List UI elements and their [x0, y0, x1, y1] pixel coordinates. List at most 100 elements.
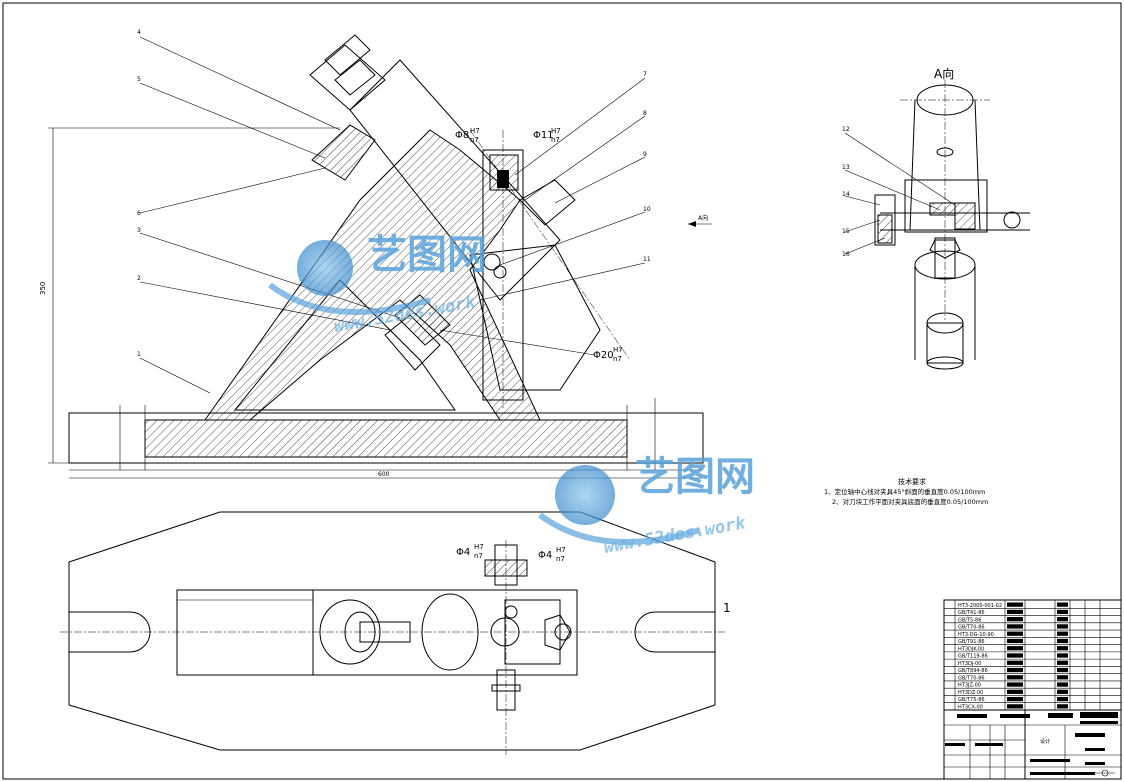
- svg-text:6: 6: [137, 210, 141, 217]
- svg-text:艺图网: 艺图网: [367, 232, 487, 278]
- bom-row-qty: [1057, 638, 1068, 644]
- svg-text:n7: n7: [470, 136, 479, 144]
- bom-row-qty: [1057, 631, 1068, 636]
- bom-row-mark: [1007, 646, 1023, 651]
- bom-row-qty: [1057, 675, 1068, 680]
- svg-text:2、对刀块工作平面对夹具底面的垂直度0.05/100mm: 2、对刀块工作平面对夹具底面的垂直度0.05/100mm: [832, 497, 988, 506]
- svg-text:艺图网: 艺图网: [635, 454, 755, 500]
- bom-row-qty: [1057, 689, 1068, 694]
- bom-row-qty: [1057, 609, 1068, 615]
- front-view: 350 600: [39, 34, 704, 479]
- bom-row-mark: [1007, 675, 1023, 680]
- view-label-a: A向: [934, 66, 954, 81]
- svg-text:A向: A向: [698, 214, 708, 222]
- bom-row-code: GB/T119-86: [958, 654, 988, 660]
- bom-row-mark: [1007, 631, 1023, 636]
- bom-row-code: HT3CX-00: [958, 705, 983, 711]
- bom-row-code: GB/T91-86: [958, 639, 985, 645]
- bom-row-qty: [1057, 653, 1068, 658]
- svg-text:n7: n7: [474, 552, 483, 560]
- technical-requirements: 技术要求 1、定位轴中心线对夹具45°斜面的垂直度0.05/100mm 2、对刀…: [824, 477, 988, 506]
- bom-row-code: HT3DJK-00: [958, 646, 984, 652]
- svg-text:n7: n7: [551, 136, 560, 144]
- bom-row-qty: [1057, 682, 1068, 687]
- svg-text:n7: n7: [613, 355, 622, 363]
- svg-text:13: 13: [842, 164, 850, 171]
- bom-row-mark: [1007, 689, 1023, 694]
- leader-lines: [139, 36, 646, 394]
- view-arrow-a: A向: [688, 214, 712, 227]
- fit-diameter: Φ11: [533, 130, 554, 141]
- svg-text:12: 12: [842, 126, 850, 133]
- svg-text:4: 4: [137, 29, 141, 36]
- bom-row-mark: [1007, 660, 1023, 665]
- bom-row-mark: [1007, 682, 1023, 687]
- base-plate: [68, 412, 704, 464]
- bom-row-qty: [1057, 602, 1068, 607]
- bom-row-qty: [1057, 624, 1068, 629]
- svg-text:技术要求: 技术要求: [898, 477, 926, 486]
- bom-row-qty: [1057, 704, 1068, 709]
- svg-text:H7: H7: [613, 346, 623, 354]
- balloon-labels: 4 5 6 3 2 1 7 8 9 10 11: [137, 29, 651, 358]
- fit-annotation-4: Φ4 H7 n7: [456, 543, 484, 560]
- watermark-1: 艺图网 www.52des.work: [268, 232, 487, 337]
- svg-text:设计: 设计: [1040, 738, 1050, 745]
- bom-row-mark: [1007, 638, 1023, 644]
- bom-row-mark: [1007, 624, 1023, 629]
- bom-row-code: GB/T70-86: [958, 625, 985, 631]
- fit-annotation-5: Φ4 H7 n7: [538, 546, 566, 563]
- bom-row-mark: [1007, 609, 1023, 615]
- svg-text:14: 14: [842, 191, 850, 198]
- bom-row-mark: [1007, 617, 1023, 622]
- bom-row-qty: [1057, 617, 1068, 622]
- fit-annotation-2: Φ11 H7 n7: [533, 127, 561, 144]
- bom-row-mark: [1007, 653, 1023, 658]
- bom-row-mark: [1007, 704, 1023, 709]
- fit-annotation-1: Φ8 H7 n7: [455, 127, 480, 144]
- svg-text:n7: n7: [556, 555, 565, 563]
- bom-table: HT3-2000-001-02GB/T41-86GB/T5-86GB/T70-8…: [944, 602, 1121, 711]
- bom-row-mark: [1007, 667, 1023, 673]
- fit-diameter: Φ4: [538, 550, 552, 561]
- bom-row-qty: [1057, 646, 1068, 651]
- bom-row-code: HT3-2000-001-02: [958, 603, 1002, 609]
- bom-row-code: GB/T75-86: [958, 697, 985, 703]
- svg-text:H7: H7: [474, 543, 484, 551]
- svg-text:www.52des.work: www.52des.work: [602, 513, 747, 558]
- svg-text:1: 1: [137, 351, 141, 358]
- svg-text:9: 9: [643, 151, 647, 158]
- svg-text:2: 2: [137, 275, 141, 282]
- svg-text:H7: H7: [470, 127, 480, 135]
- fit-annotation-3: Φ20 H7 n7: [593, 346, 623, 363]
- bom-row-code: GB/T70-86: [958, 675, 985, 681]
- svg-text:H7: H7: [551, 127, 561, 135]
- svg-text:5: 5: [137, 76, 141, 83]
- plan-view: 1: [60, 511, 731, 755]
- sheet-number: 1: [723, 601, 731, 615]
- svg-text:11: 11: [643, 256, 651, 263]
- svg-text:10: 10: [643, 206, 651, 213]
- svg-text:7: 7: [643, 71, 647, 78]
- bom-row-code: HT3JZ-00: [958, 683, 981, 689]
- svg-text:600: 600: [378, 471, 390, 478]
- fit-diameter: Φ4: [456, 547, 470, 558]
- bom-row-code: GB/T5-86: [958, 617, 981, 623]
- svg-text:16: 16: [842, 251, 850, 258]
- a-view: A向: [874, 66, 1030, 370]
- bom-row-code: GB/T894-86: [958, 668, 988, 674]
- a-view-leaders: 12 13 14 15 16: [842, 126, 956, 258]
- svg-text:H7: H7: [556, 546, 566, 554]
- bom-row-code: HT3-DG-10-90: [958, 632, 994, 638]
- svg-text:3: 3: [137, 227, 141, 234]
- svg-text:15: 15: [842, 228, 850, 235]
- fit-diameter: Φ8: [455, 130, 469, 141]
- watermark-2: 艺图网 www.52des.work: [538, 454, 755, 558]
- bom-row-mark: [1007, 696, 1023, 702]
- svg-text:1、定位轴中心线对夹具45°斜面的垂直度0.05/100mm: 1、定位轴中心线对夹具45°斜面的垂直度0.05/100mm: [824, 487, 985, 496]
- bom-row-qty: [1057, 696, 1068, 702]
- bom-row-qty: [1057, 660, 1068, 665]
- svg-text:350: 350: [39, 282, 47, 295]
- bom-row-mark: [1007, 602, 1023, 607]
